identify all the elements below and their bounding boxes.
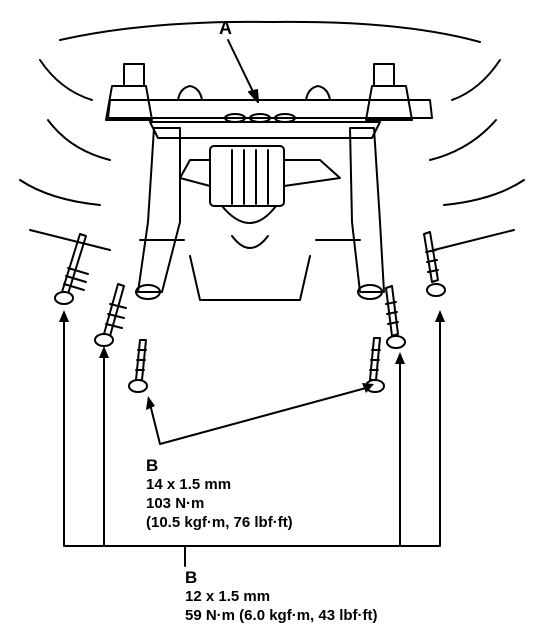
callout-lower-torque: 59 N·m (6.0 kgf·m, 43 lbf·ft)	[185, 607, 378, 624]
callout-lower-letter: B	[185, 568, 198, 587]
callout-lower: B 12 x 1.5 mm 59 N·m (6.0 kgf·m, 43 lbf·…	[185, 568, 378, 625]
chassis-outline	[19, 20, 525, 251]
arrowheads-lower	[59, 310, 445, 364]
engine-mounts	[177, 85, 331, 101]
bolt-center-right	[365, 337, 385, 393]
arrowhead-a	[248, 89, 259, 103]
callout-upper-letter: B	[146, 456, 159, 475]
differential	[179, 145, 341, 249]
leaders-upper-callout	[149, 387, 367, 445]
callout-lower-size: 12 x 1.5 mm	[185, 588, 271, 605]
callout-upper-torque: 103 N·m	[146, 495, 205, 512]
callout-upper-torque-alt: (10.5 kgf·m, 76 lbf·ft)	[146, 514, 293, 531]
bolt-right-inner	[385, 285, 406, 349]
bolt-left-outer	[54, 233, 89, 305]
upper-brackets	[105, 63, 413, 121]
leaders-lower-callout	[63, 317, 441, 567]
subframe-arm-left	[135, 127, 181, 300]
bolt-right-outer	[423, 231, 446, 297]
bolt-center-left	[128, 339, 148, 393]
label-a: A	[219, 18, 232, 38]
arrowheads-upper	[146, 383, 374, 410]
subframe-arm-right	[349, 127, 385, 300]
callout-upper-size: 14 x 1.5 mm	[146, 476, 232, 493]
crossmember	[107, 99, 433, 139]
bolt-left-inner	[94, 283, 127, 347]
lower-outline	[139, 239, 361, 301]
callout-upper: B 14 x 1.5 mm 103 N·m (10.5 kgf·m, 76 lb…	[146, 456, 293, 532]
